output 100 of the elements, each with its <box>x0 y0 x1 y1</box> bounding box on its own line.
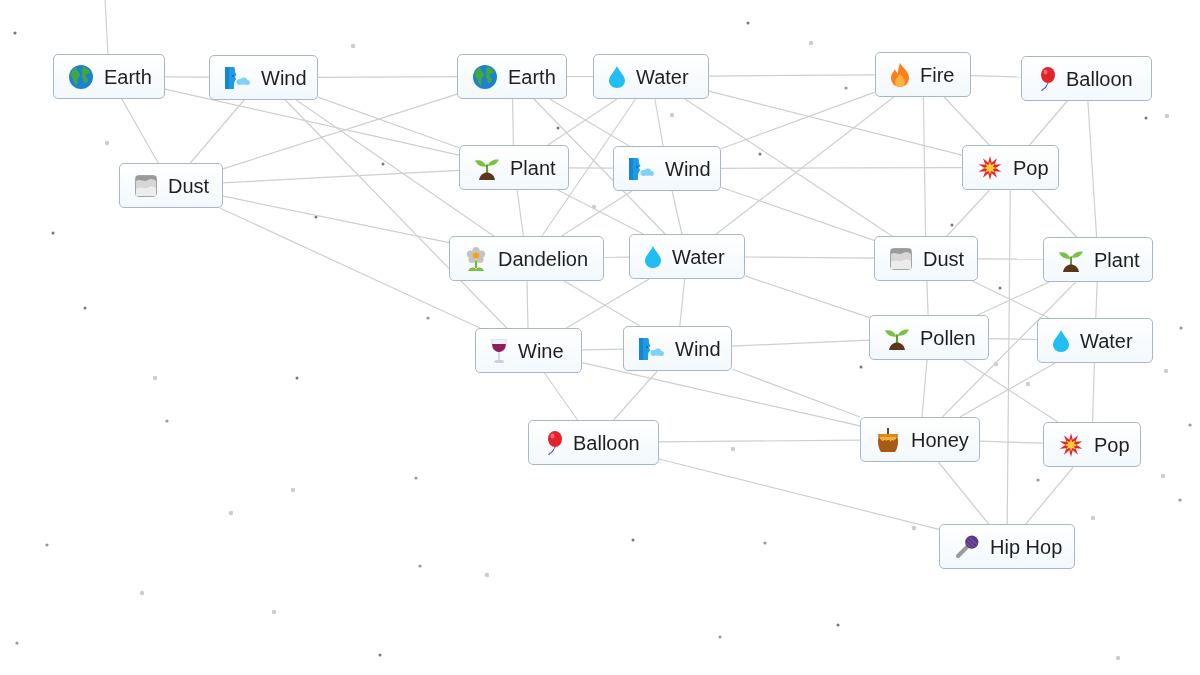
connector-line <box>222 195 450 244</box>
connector-line <box>533 98 666 235</box>
element-label: Plant <box>1094 248 1140 271</box>
element-label: Dust <box>168 174 210 197</box>
element-card <box>939 524 1075 569</box>
connector-line <box>603 256 630 259</box>
connector-line <box>679 278 686 327</box>
connector-line <box>720 91 876 150</box>
element-card <box>875 52 971 97</box>
connector-line <box>613 370 658 421</box>
connector-line <box>708 74 876 77</box>
connector-line <box>566 75 594 78</box>
element-label: Water <box>672 245 725 268</box>
element-label: Wind <box>665 157 711 180</box>
element-card <box>459 145 569 190</box>
connector-line <box>715 96 895 235</box>
connector-line <box>581 348 624 351</box>
connector-line <box>731 339 870 347</box>
connector-line <box>658 458 940 530</box>
element-label: Wind <box>261 66 307 89</box>
element-label: Dandelion <box>498 247 589 270</box>
connector-line <box>943 96 990 146</box>
element-card <box>860 417 980 462</box>
element-label: Water <box>1080 329 1133 352</box>
connector-line <box>671 190 683 235</box>
connector-line <box>977 281 1050 316</box>
connector-line <box>189 99 245 164</box>
connector-line <box>295 99 495 237</box>
connector-line <box>164 88 460 156</box>
connector-line <box>1092 362 1095 423</box>
element-card <box>475 328 582 373</box>
connector-line <box>658 439 861 443</box>
connector-line <box>971 280 1050 319</box>
element-label: Pop <box>1094 433 1130 456</box>
element-card <box>869 315 989 360</box>
element-label: Pollen <box>920 326 976 349</box>
connector-line <box>744 256 875 259</box>
connector-line <box>549 98 630 147</box>
connector-line <box>731 368 861 418</box>
connector-line <box>922 96 927 237</box>
connector-line <box>979 440 1044 444</box>
connector-line <box>526 280 529 329</box>
connector-line <box>720 167 963 169</box>
element-card <box>457 54 567 99</box>
connector-line <box>926 280 929 316</box>
element-label: Balloon <box>573 431 640 454</box>
element-card <box>449 236 604 281</box>
connector-line <box>1006 189 1011 525</box>
connector-line <box>1095 281 1098 319</box>
connector-line <box>720 186 875 241</box>
connector-line <box>684 98 893 237</box>
connector-line <box>511 98 515 146</box>
connector-line <box>654 98 664 147</box>
element-card <box>629 234 745 279</box>
connector-line <box>941 281 1077 418</box>
connector-line <box>708 90 963 156</box>
element-card <box>1021 56 1152 101</box>
connector-line <box>1025 466 1074 525</box>
element-card <box>1043 422 1141 467</box>
connector-line <box>988 338 1038 341</box>
connector-line <box>561 190 633 237</box>
element-card <box>593 54 709 99</box>
element-label: Pop <box>1013 156 1049 179</box>
connector-line <box>565 278 650 329</box>
connector-line <box>937 461 990 525</box>
connector-line <box>563 280 641 327</box>
element-label: Water <box>636 65 689 88</box>
connector-line <box>541 98 637 237</box>
connector-line <box>1031 189 1078 238</box>
connector-line <box>121 98 159 164</box>
element-card <box>1043 237 1153 282</box>
element-label: Honey <box>911 428 969 451</box>
element-label: Earth <box>104 65 152 88</box>
connector-line <box>977 258 1044 260</box>
element-label: Earth <box>508 65 556 88</box>
element-card <box>613 146 721 191</box>
connector-line <box>222 93 458 170</box>
connector-line <box>547 98 618 146</box>
element-label: Balloon <box>1066 67 1133 90</box>
connector-line <box>516 189 524 237</box>
element-card <box>53 54 165 99</box>
connector-line <box>219 207 481 329</box>
connector-line <box>557 189 644 235</box>
element-label: Fire <box>920 63 955 86</box>
element-label: Wine <box>518 339 564 362</box>
connector-line <box>284 99 508 329</box>
connector-line <box>543 372 579 421</box>
connector-line <box>744 275 870 318</box>
connector-line <box>1087 100 1098 238</box>
element-card <box>119 163 223 208</box>
connector-line <box>222 169 460 184</box>
element-label: Dust <box>923 247 965 270</box>
element-label: Plant <box>510 156 556 179</box>
connector-line <box>1029 100 1068 146</box>
connector-line <box>164 76 210 78</box>
element-label: Wind <box>675 337 721 360</box>
element-card <box>874 236 978 281</box>
connector-line <box>568 167 614 169</box>
element-card <box>528 420 659 465</box>
connector-line <box>921 359 928 418</box>
